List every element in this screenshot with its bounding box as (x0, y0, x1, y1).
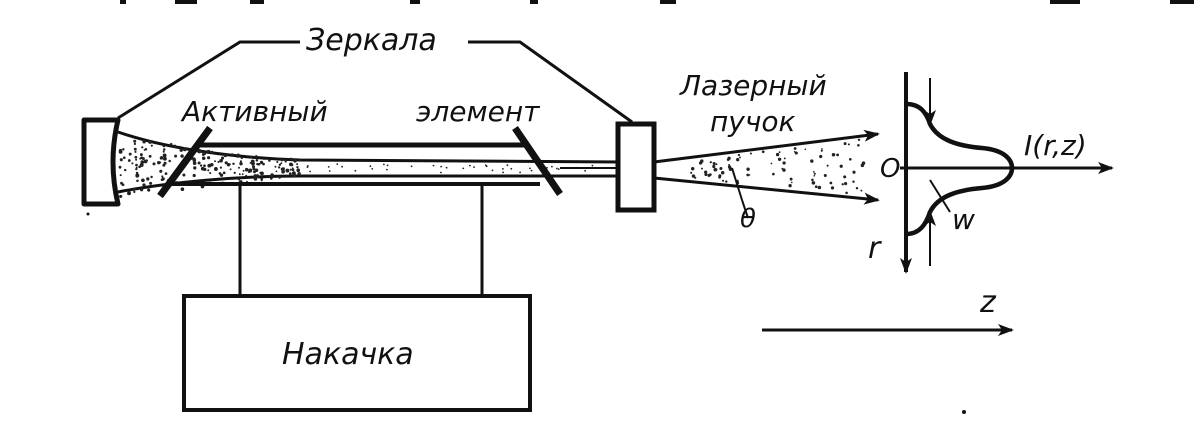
stray-speck (962, 410, 966, 414)
output-beam-lower (653, 176, 880, 205)
laser-beam-label-line1: Лазерный (680, 69, 827, 102)
mirrors-label: Зеркала (306, 23, 437, 58)
theta-label: θ (740, 204, 756, 234)
waist-leader (929, 179, 951, 213)
output-beam-upper (653, 129, 880, 164)
mirrors-leader-left (117, 40, 300, 120)
top-edge-fragments (120, 0, 1194, 4)
propagation-axis-label: z (980, 285, 996, 320)
active-element-left-face (157, 125, 213, 199)
active-element-label: Активный (182, 95, 328, 128)
theta-arc (731, 167, 743, 201)
intensity-label: I(r,z) (1024, 129, 1087, 162)
laser-beam-label-line2: пучок (710, 105, 796, 138)
origin-label: O (880, 154, 901, 184)
radial-axis-label: r (868, 231, 881, 266)
waist-label: w (952, 203, 975, 236)
pump-label: Накачка (282, 337, 414, 372)
active-element-right-face (512, 126, 563, 196)
stray-speck (86, 212, 90, 216)
output-mirror (615, 121, 657, 213)
mirrors-leader-right (468, 40, 633, 124)
pump-box (182, 294, 532, 412)
active-element-label-2: элемент (416, 95, 540, 128)
left-mirror (81, 117, 121, 207)
output-beam-stipple (690, 138, 866, 195)
theta-leader (741, 199, 749, 219)
